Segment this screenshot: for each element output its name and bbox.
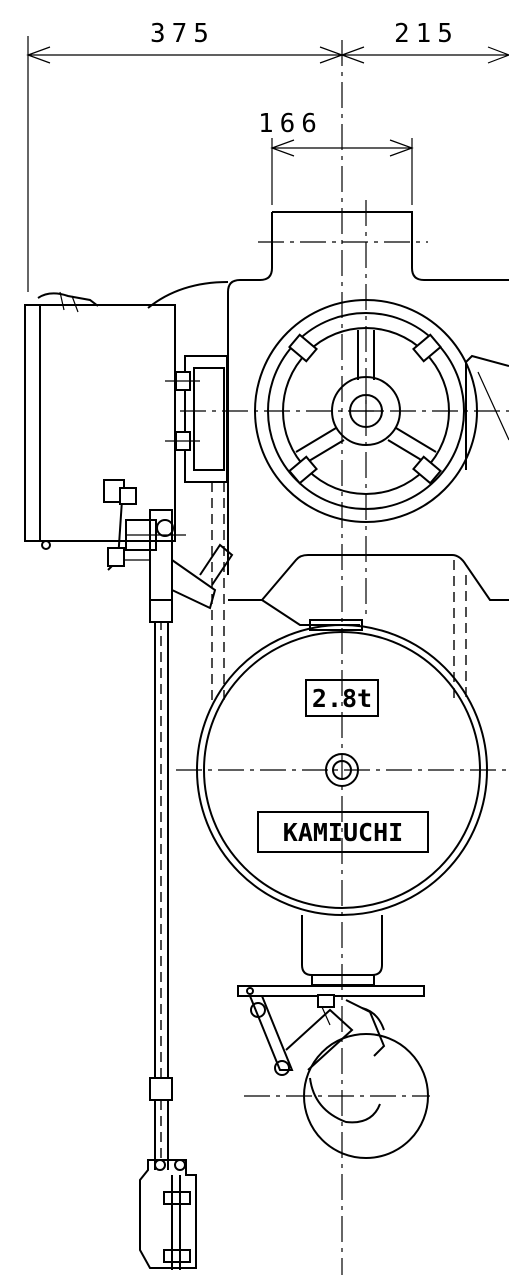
hand-wheel xyxy=(180,299,509,523)
brand-plate xyxy=(257,811,429,853)
dimension-overall-width: 375 215 xyxy=(26,19,509,292)
dimension-label-375: 375 xyxy=(150,19,215,49)
drum: 2.8t KAMIUCHI xyxy=(176,624,509,916)
hoist-top-frame xyxy=(147,200,509,620)
mounting-bracket xyxy=(165,355,228,700)
right-bracket xyxy=(465,354,509,470)
capacity-label: 2.8t xyxy=(312,684,372,713)
trolley-wheel xyxy=(237,985,430,1159)
dimension-label-215: 215 xyxy=(394,19,459,49)
capacity-plate xyxy=(305,679,379,717)
pendant-switch xyxy=(139,1159,197,1270)
dimension-top-width: 166 xyxy=(258,109,414,205)
control-box xyxy=(24,291,176,550)
brand-label: KAMIUCHI xyxy=(283,818,403,847)
pendant-arm xyxy=(103,479,234,1170)
dimension-label-166: 166 xyxy=(258,109,323,139)
